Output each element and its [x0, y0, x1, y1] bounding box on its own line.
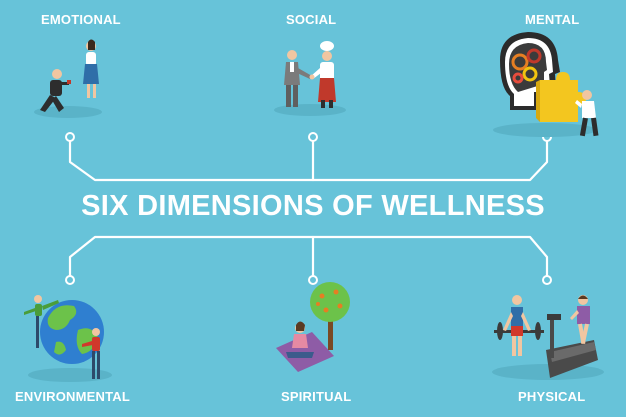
label-social: SOCIAL	[286, 12, 337, 27]
social-illustration	[274, 41, 346, 116]
physical-illustration	[492, 295, 604, 380]
node-social	[308, 132, 318, 142]
label-physical: PHYSICAL	[518, 389, 586, 404]
mental-illustration	[493, 32, 599, 137]
spiritual-illustration	[276, 282, 350, 372]
node-physical	[542, 275, 552, 285]
label-emotional: EMOTIONAL	[41, 12, 121, 27]
diagram-title: SIX DIMENSIONS OF WELLNESS	[81, 190, 545, 222]
node-spiritual	[308, 275, 318, 285]
label-environmental: ENVIRONMENTAL	[15, 389, 131, 404]
node-environmental	[65, 275, 75, 285]
connector-environmental	[68, 235, 549, 278]
emotional-illustration	[34, 39, 102, 118]
node-emotional	[65, 132, 75, 142]
environmental-illustration	[24, 295, 112, 382]
label-mental: MENTAL	[525, 12, 580, 27]
connector-emotional	[68, 138, 549, 182]
label-spiritual: SPIRITUAL	[281, 389, 352, 404]
